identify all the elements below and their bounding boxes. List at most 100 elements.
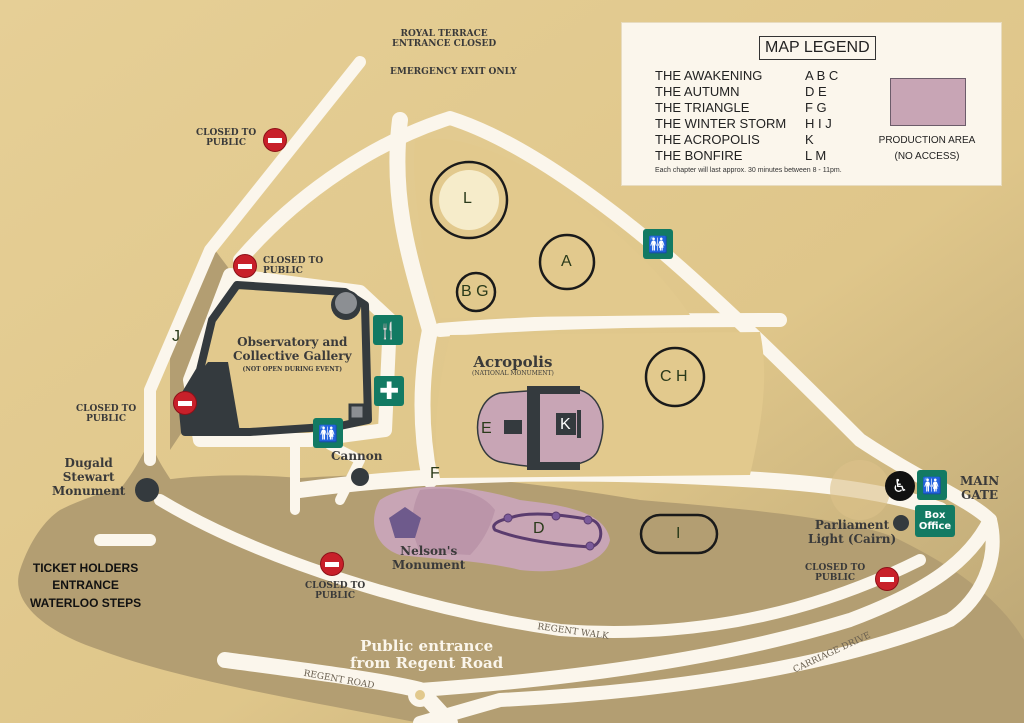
legend-title: MAP LEGEND — [759, 36, 876, 60]
zone-a-label: A — [561, 253, 572, 270]
production-area-label: PRODUCTION AREA (NO ACCESS) — [877, 133, 977, 165]
path-f-diagonal[interactable] — [414, 322, 438, 488]
dugald-line3: Monument — [52, 483, 126, 498]
dugald-line2: Stewart — [62, 469, 115, 484]
closed-to-text: CLOSED TO — [305, 581, 366, 591]
legend-chapter-name: THE AWAKENING — [655, 68, 763, 83]
nelson-line1: Nelson's — [400, 544, 458, 558]
acropolis-note: (NATIONAL MONUMENT) — [472, 370, 554, 378]
dugald-line1: Dugald — [64, 456, 113, 470]
path-carriage-drive[interactable] — [413, 513, 997, 697]
zone-d-label: D — [533, 520, 545, 537]
public-text: PUBLIC — [263, 266, 303, 277]
cannon-label: Cannon — [331, 449, 383, 463]
closed-to-text: CLOSED TO — [76, 404, 137, 414]
observatory-label-line1: Observatory and — [237, 335, 348, 349]
no-entry-icon — [875, 567, 899, 591]
zone-ch[interactable] — [644, 346, 706, 408]
no-entry-icon — [320, 552, 344, 576]
parliament-light-cairn — [893, 515, 909, 531]
observatory-dark-wing — [182, 362, 240, 432]
observatory-note: (NOT OPEN DURING EVENT) — [242, 365, 343, 373]
parliament-line2: Light (Cairn) — [808, 531, 897, 546]
acropolis-monument — [527, 386, 580, 470]
public-text: PUBLIC — [315, 591, 356, 602]
map-legend: MAP LEGEND THE AWAKENING A B C THE AUTUMN… — [621, 22, 1002, 186]
legend-row: THE TRIANGLE F G — [655, 100, 895, 115]
cairn-mound — [830, 460, 890, 520]
production-area-label-line1: PRODUCTION AREA — [878, 135, 976, 146]
acropolis-block-e — [504, 420, 522, 434]
production-area-nelson-dark — [412, 488, 495, 555]
path-west-diagonal[interactable] — [144, 56, 366, 466]
legend-chapter-codes: D E — [805, 84, 827, 99]
royal-terrace-line2: ENTRANCE CLOSED — [392, 39, 497, 50]
production-area-acropolis — [476, 387, 604, 468]
cannon-marker — [351, 468, 369, 486]
path-regent-walk[interactable] — [154, 494, 926, 638]
roundabout-center — [415, 690, 425, 700]
dugald-stewart-monument — [135, 478, 159, 502]
ticket-line2: ENTRANCE — [52, 578, 119, 593]
public-entrance-line1: Public entrance — [360, 637, 494, 655]
path-cross-1[interactable] — [433, 313, 787, 337]
acropolis-label: Acropolis(NATIONAL MONUMENT) — [472, 353, 554, 378]
wheelchair-access-icon: ♿ — [885, 471, 915, 501]
route-d-markers — [503, 511, 595, 551]
zone-bg[interactable] — [455, 271, 497, 313]
parliament-line1: Parliament — [814, 518, 890, 532]
zone-bg-label: B G — [461, 283, 489, 300]
closed-to-text: CLOSED TO — [263, 256, 324, 266]
legend-chapter-codes: A B C — [805, 68, 839, 83]
zone-l-inner — [439, 170, 499, 230]
observatory-corner — [348, 403, 366, 421]
zone-e-label: E — [481, 420, 492, 437]
ticket-line3: WATERLOO STEPS — [30, 595, 142, 610]
no-entry-icon — [233, 254, 257, 278]
box-office-line1: Box — [924, 510, 946, 521]
legend-chapter-name: THE BONFIRE — [655, 148, 743, 163]
box-office-line2: Office — [918, 521, 952, 532]
zone-f-label: F — [430, 465, 440, 482]
legend-chapter-name: THE TRIANGLE — [655, 100, 750, 115]
toilets-icon: 🚻 — [917, 470, 947, 500]
no-entry-icon — [173, 391, 197, 415]
legend-row: THE AWAKENING A B C — [655, 68, 895, 83]
path-to-cannon-2[interactable] — [325, 440, 365, 505]
legend-chapter-codes: F G — [805, 100, 827, 115]
legend-chapter-name: THE ACROPOLIS — [655, 132, 760, 147]
path-upper-inner[interactable] — [389, 112, 438, 338]
public-entrance-line2: from Regent Road — [350, 654, 504, 673]
zone-i[interactable] — [639, 513, 719, 555]
acropolis-side — [577, 410, 581, 438]
no-entry-icon — [263, 128, 287, 152]
public-text: PUBLIC — [206, 138, 247, 149]
ticket-line1: TICKET HOLDERS — [32, 561, 139, 575]
ticket-holders-entrance-label: TICKET HOLDERS ENTRANCE WATERLOO STEPS — [30, 560, 141, 612]
production-area-swatch — [890, 78, 966, 126]
legend-chapter-codes: H I J — [805, 116, 832, 131]
restaurant-icon: 🍴 — [373, 315, 403, 345]
nelson-line2: Monument — [392, 557, 466, 572]
public-text: PUBLIC — [86, 414, 127, 425]
zone-ch-label: C H — [660, 368, 688, 385]
path-royal-terrace[interactable] — [233, 111, 1000, 723]
main-gate-line1: MAIN — [960, 474, 1000, 488]
nelsons-monument-icon — [389, 507, 421, 538]
legend-chapter-name: THE WINTER STORM — [655, 116, 787, 131]
zone-a[interactable] — [538, 233, 596, 291]
royal-terrace-line1: ROYAL TERRACE — [400, 29, 488, 39]
closed-to-text: CLOSED TO — [196, 128, 257, 138]
observatory-label-line2: Collective Gallery — [233, 348, 352, 363]
legend-note: Each chapter will last approx. 30 minute… — [655, 167, 842, 174]
emergency-exit-label: EMERGENCY EXIT ONLY — [390, 67, 517, 77]
production-area-label-line2: (NO ACCESS) — [894, 151, 960, 162]
